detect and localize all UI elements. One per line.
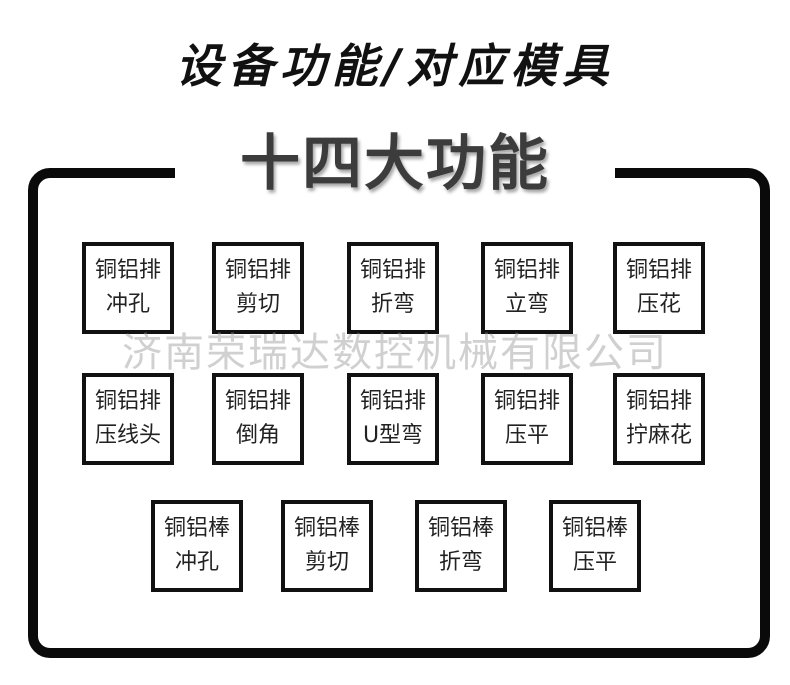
function-operation: 压线头 <box>94 423 161 448</box>
function-operation: 压平 <box>504 423 549 448</box>
function-material: 铜铝排 <box>359 258 426 283</box>
function-operation: 压平 <box>572 550 617 575</box>
function-material: 铜铝棒 <box>293 516 360 541</box>
function-operation: 压花 <box>636 292 681 317</box>
function-tile: 铜铝排 剪切 <box>212 242 304 334</box>
function-tile: 铜铝排 折弯 <box>347 242 439 334</box>
function-operation: 折弯 <box>370 292 415 317</box>
function-material: 铜铝棒 <box>427 516 494 541</box>
function-operation: 拧麻花 <box>625 423 692 448</box>
function-operation: 冲孔 <box>105 292 150 317</box>
function-tile: 铜铝排 倒角 <box>212 373 304 465</box>
function-material: 铜铝排 <box>625 389 692 414</box>
function-material: 铜铝排 <box>94 389 161 414</box>
function-material: 铜铝排 <box>224 258 291 283</box>
function-tile: 铜铝排 冲孔 <box>82 242 174 334</box>
function-operation: 折弯 <box>438 550 483 575</box>
page-title: 设备功能/对应模具 <box>175 39 615 93</box>
function-material: 铜铝排 <box>493 258 560 283</box>
function-operation: 剪切 <box>304 550 349 575</box>
function-material: 铜铝排 <box>625 258 692 283</box>
function-tile: 铜铝排 拧麻花 <box>613 373 705 465</box>
function-material: 铜铝棒 <box>163 516 230 541</box>
function-operation: 冲孔 <box>174 550 219 575</box>
function-tile: 铜铝棒 冲孔 <box>151 500 243 592</box>
function-operation: 倒角 <box>235 423 280 448</box>
function-material: 铜铝排 <box>94 258 161 283</box>
function-tile: 铜铝棒 剪切 <box>281 500 373 592</box>
function-tile: 铜铝排 压平 <box>481 373 573 465</box>
function-tile: 铜铝棒 压平 <box>549 500 641 592</box>
function-material: 铜铝排 <box>359 389 426 414</box>
function-tile: 铜铝排 U型弯 <box>347 373 439 465</box>
function-material: 铜铝棒 <box>561 516 628 541</box>
function-operation: 立弯 <box>504 292 549 317</box>
function-material: 铜铝排 <box>224 389 291 414</box>
function-tile: 铜铝排 压花 <box>613 242 705 334</box>
function-material: 铜铝排 <box>493 389 560 414</box>
function-tile: 铜铝棒 折弯 <box>415 500 507 592</box>
function-tile: 铜铝排 压线头 <box>82 373 174 465</box>
functions-heading: 十四大功能 <box>175 126 615 202</box>
function-tile: 铜铝排 立弯 <box>481 242 573 334</box>
function-operation: U型弯 <box>362 423 424 448</box>
function-operation: 剪切 <box>235 292 280 317</box>
